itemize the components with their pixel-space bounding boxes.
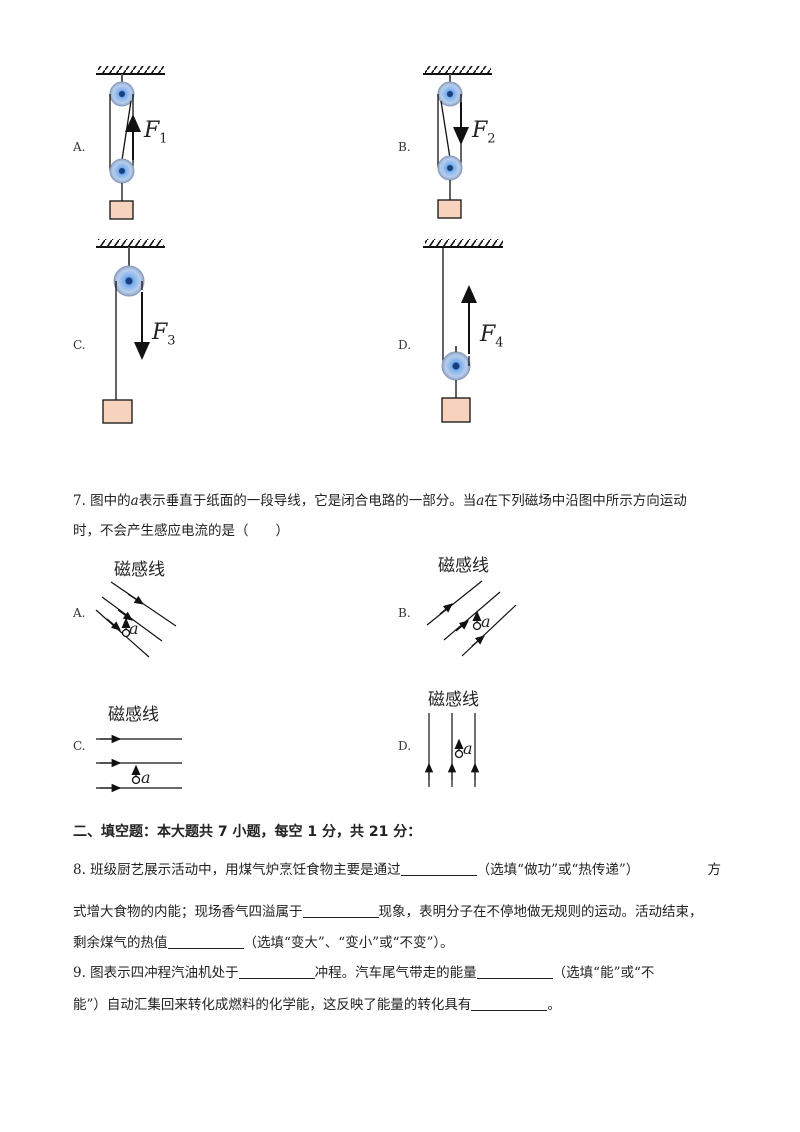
- q7-diagram-a: [95, 581, 177, 658]
- q6-option-a-label: A.: [73, 140, 86, 154]
- q6-diagram-b: [423, 66, 492, 219]
- q8-line-1: 8. 班级厨艺展示活动中，用煤气炉烹饪食物主要是通过（选填“做功”或“热传递”）…: [73, 861, 721, 878]
- q8-blank-1[interactable]: [400, 861, 477, 876]
- q7-field-label-b: 磁感线: [438, 556, 489, 576]
- q9-blank-3[interactable]: [471, 996, 548, 1011]
- q6-option-c-label: C.: [73, 338, 86, 352]
- q9-blank-1[interactable]: [238, 964, 315, 979]
- q7-diagram-d: [424, 713, 480, 787]
- q7-diagram-b: [426, 580, 517, 657]
- q6-option-d-label: D.: [398, 338, 412, 352]
- q6-force-label-d: F4: [480, 322, 504, 351]
- q7-option-a-label: A.: [73, 606, 86, 620]
- q7-option-c-label: C.: [73, 739, 86, 753]
- q8-blank-2[interactable]: [302, 903, 379, 918]
- q7-stem-line-1: 7. 图中的a表示垂直于纸面的一段导线，它是闭合电路的一部分。当a在下列磁场中沿…: [73, 493, 687, 509]
- q6-force-label-b: F2: [472, 118, 496, 147]
- q8-blank-3[interactable]: [167, 934, 244, 949]
- q9-line-1: 9. 图表示四冲程汽油机处于冲程。汽车尾气带走的能量（选填“能”或“不: [73, 964, 655, 981]
- q6-force-label-c: F3: [152, 320, 176, 349]
- q6-diagram-a: [96, 66, 165, 220]
- q7-option-d-label: D.: [398, 739, 412, 753]
- q7-field-label-a: 磁感线: [114, 560, 165, 580]
- section-2-heading: 二、填空题：本大题共 7 小题，每空 1 分，共 21 分：: [73, 824, 422, 840]
- q8-line-3: 剩余煤气的热值（选填“变大”、“变小”或“不变”）。: [73, 934, 454, 951]
- q6-diagram-c: [96, 239, 165, 424]
- q7-stem-line-2: 时，不会产生感应电流的是（ ）: [73, 523, 289, 539]
- q6-force-label-a: F1: [144, 118, 168, 147]
- q7-wire-label-a: a: [129, 619, 139, 638]
- q7-field-label-d: 磁感线: [428, 690, 479, 710]
- q6-option-b-label: B.: [398, 140, 411, 154]
- q6-diagram-d: [423, 239, 503, 423]
- q6-pulley-diagrams: [96, 66, 503, 424]
- q7-wire-label-c: a: [141, 768, 151, 787]
- q7-magnetic-field-diagrams: [95, 580, 517, 793]
- q9-line-2: 能”）自动汇集回来转化成燃料的化学能，这反映了能量的转化具有。: [73, 996, 561, 1013]
- q7-option-b-label: B.: [398, 606, 411, 620]
- q7-wire-label-b: a: [481, 612, 491, 631]
- q7-field-label-c: 磁感线: [108, 705, 159, 725]
- q7-wire-label-d: a: [463, 739, 473, 758]
- q9-blank-2[interactable]: [476, 964, 553, 979]
- q8-line-2: 式增大食物的内能；现场香气四溢属于现象，表明分子在不停地做无规则的运动。活动结束…: [73, 903, 703, 920]
- q7-diagram-c: [96, 734, 182, 793]
